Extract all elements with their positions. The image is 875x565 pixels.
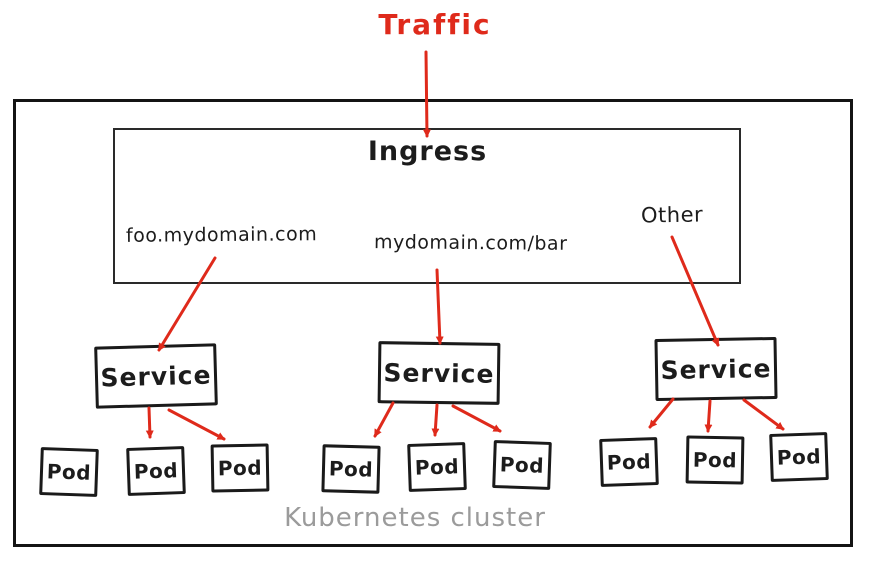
pod-box-2: Pod [126, 446, 186, 496]
service-label: Service [660, 353, 772, 385]
kubernetes-cluster-box [13, 99, 853, 547]
pod-label: Pod [776, 444, 822, 470]
pod-label: Pod [46, 459, 92, 485]
pod-box-7: Pod [599, 437, 659, 487]
pod-box-4: Pod [321, 444, 381, 494]
ingress-title: Ingress [367, 136, 488, 167]
pod-label: Pod [414, 454, 460, 480]
service-box-1: Service [94, 343, 218, 409]
pod-label: Pod [692, 447, 738, 473]
service-label: Service [100, 359, 212, 393]
pod-label: Pod [217, 455, 263, 481]
kubernetes-cluster-label: Kubernetes cluster [284, 503, 546, 533]
pod-label: Pod [328, 456, 374, 482]
pod-box-8: Pod [685, 435, 745, 485]
pod-box-9: Pod [769, 432, 829, 482]
pod-box-6: Pod [492, 440, 552, 490]
pod-label: Pod [133, 458, 179, 484]
ingress-rule-mydomain-bar: mydomain.com/bar [373, 231, 568, 255]
pod-box-1: Pod [39, 447, 99, 497]
pod-box-5: Pod [407, 442, 467, 492]
ingress-rule-foo-mydomain: foo.mydomain.com [125, 223, 318, 247]
pod-box-3: Pod [210, 443, 270, 493]
traffic-label: Traffic [378, 8, 492, 41]
service-box-3: Service [654, 336, 778, 402]
service-box-2: Service [377, 341, 501, 405]
pod-label: Pod [499, 452, 545, 478]
ingress-rule-other: Other [640, 202, 704, 228]
service-label: Service [383, 357, 495, 389]
pod-label: Pod [606, 449, 652, 475]
